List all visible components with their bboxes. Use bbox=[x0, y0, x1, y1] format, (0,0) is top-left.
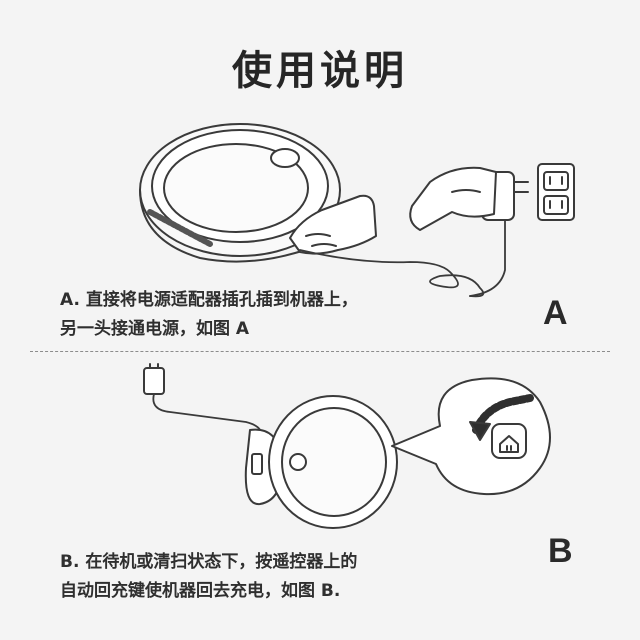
home-charge-button-icon bbox=[492, 424, 526, 458]
step-b-instructions: B. 在待机或清扫状态下，按遥控器上的 自动回充键使机器回去充电，如图 B. bbox=[60, 548, 357, 606]
dock-cable bbox=[153, 394, 262, 436]
step-b-line2: 自动回充键使机器回去充电，如图 B. bbox=[60, 577, 357, 606]
step-a-line1: A. 直接将电源适配器插孔插到机器上， bbox=[60, 286, 358, 315]
hand-icon-2 bbox=[410, 168, 496, 230]
figure-a-label: A bbox=[543, 294, 568, 333]
step-b-line1: B. 在待机或清扫状态下，按遥控器上的 bbox=[60, 548, 357, 577]
section-divider bbox=[30, 351, 610, 352]
figure-b-label: B bbox=[548, 532, 573, 571]
step-a-instructions: A. 直接将电源适配器插孔插到机器上， 另一头接通电源，如图 A bbox=[60, 286, 358, 344]
power-adapter-icon-b bbox=[144, 364, 164, 394]
robot-vacuum-icon-b bbox=[269, 396, 397, 528]
wall-outlet-icon bbox=[538, 164, 574, 220]
step-a-line2: 另一头接通电源，如图 A bbox=[60, 315, 358, 344]
